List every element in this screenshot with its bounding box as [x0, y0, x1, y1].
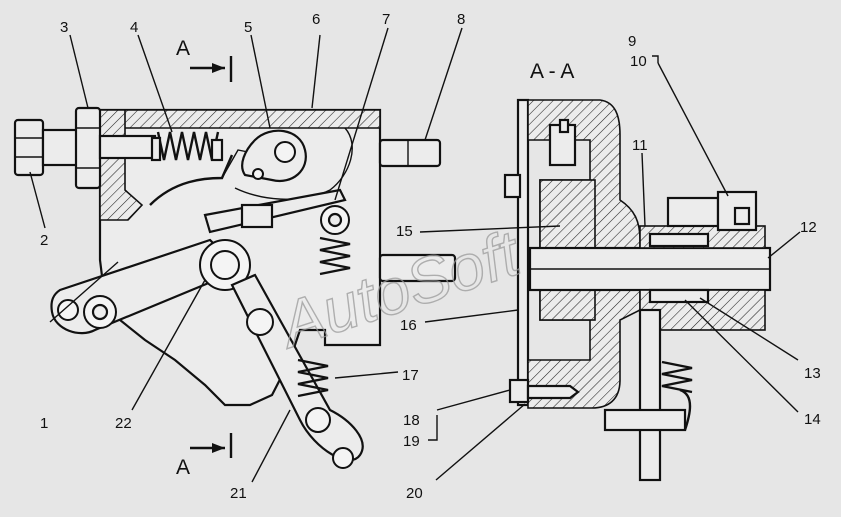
adjusting-bolt-shank: [41, 128, 80, 167]
leader-lines: [29, 27, 801, 483]
lower-spring: [661, 360, 693, 394]
callout-1: 1: [40, 415, 48, 432]
callout-11: 11: [632, 137, 648, 154]
section-title: A - A: [530, 60, 574, 83]
callout-22: 22: [115, 415, 132, 432]
adjusting-bolt-head: [13, 118, 45, 177]
seal-14: [648, 232, 710, 248]
callout-16: 16: [400, 317, 417, 334]
spring-upper-right: [319, 236, 351, 276]
bolt-stem: [98, 134, 157, 160]
callout-7: 7: [382, 11, 390, 28]
callout-4: 4: [130, 19, 138, 36]
housing-inner-contour: [234, 127, 353, 200]
link-7: [203, 188, 347, 234]
left-view-assembly: [13, 56, 457, 469]
lower-bracket: [638, 308, 662, 482]
cover-plate-16: [516, 98, 530, 407]
bolt-9-10: [666, 196, 720, 228]
stud-8: [378, 138, 442, 168]
spring-17: [297, 358, 329, 398]
seal-13: [648, 288, 710, 304]
housing-top-wall: [99, 109, 381, 129]
bolt-18-19: [508, 378, 530, 404]
callout-21: 21: [230, 485, 247, 502]
callout-19: 19: [403, 433, 420, 450]
spring-4: [156, 131, 220, 161]
callout-12: 12: [800, 219, 817, 236]
stud-lower: [378, 253, 457, 283]
section-mark-bottom: A: [176, 456, 190, 479]
callout-3: 3: [60, 19, 68, 36]
callout-10: 10: [630, 53, 647, 70]
callout-20: 20: [406, 485, 423, 502]
callout-labels: 1 2 3 4 5 6 7 8 9 10 11 12 13 14 15 16 1…: [40, 11, 821, 502]
callout-15: 15: [396, 223, 413, 240]
callout-14: 14: [804, 411, 821, 428]
section-mark-top: A: [176, 37, 190, 60]
latch-lever: [149, 154, 234, 206]
callout-8: 8: [457, 11, 465, 28]
callout-2: 2: [40, 232, 48, 249]
lock-nut: [74, 106, 102, 190]
section-view-assembly: [503, 98, 772, 482]
callout-5: 5: [244, 19, 252, 36]
callout-6: 6: [312, 11, 320, 28]
callout-18: 18: [403, 412, 420, 429]
callout-9: 9: [628, 33, 636, 50]
callout-17: 17: [402, 367, 419, 384]
callout-13: 13: [804, 365, 821, 382]
